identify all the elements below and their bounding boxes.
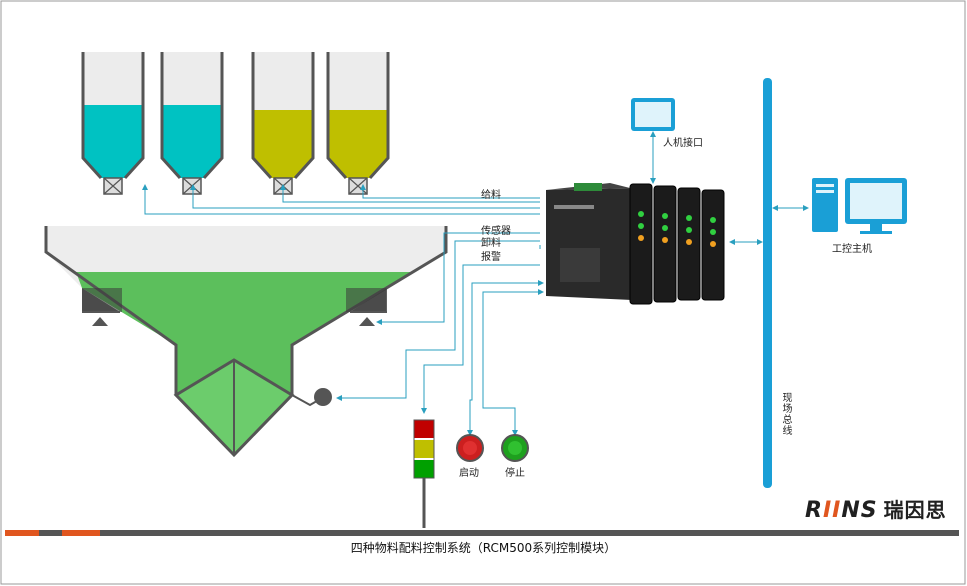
hmi-arrow-down: [650, 178, 656, 184]
stop-label: 停止: [505, 468, 525, 479]
control-lines: [340, 232, 541, 432]
feed-arrowheads: [142, 184, 366, 190]
logo-chinese: 瑞因思: [883, 498, 947, 522]
hmi-arrow-up: [650, 131, 656, 137]
bus-arrow-right: [757, 239, 763, 245]
alarm-label: 报警: [481, 252, 501, 263]
start-label: 启动: [459, 468, 479, 479]
bus-arrow-left: [729, 239, 735, 245]
ipc-label: 工控主机: [832, 244, 872, 255]
logo-brand-b: NS: [841, 498, 878, 523]
ipc-computer-icon: [812, 178, 907, 234]
silo-3: [251, 52, 315, 195]
logo-brand-a: R: [805, 498, 823, 523]
rcm500-controller: [546, 183, 725, 305]
control-arrowheads: [336, 280, 544, 436]
silo-1: [81, 52, 145, 195]
logo-brand-slash: II: [822, 498, 842, 523]
fieldbus-label: 现场总线: [780, 392, 791, 436]
ipc-arrow-right: [803, 205, 809, 211]
silo-2: [160, 52, 224, 195]
ipc-arrow-left: [772, 205, 778, 211]
fieldbus-bar: [763, 78, 772, 488]
start-button[interactable]: [456, 434, 484, 462]
stop-button[interactable]: [501, 434, 529, 462]
hmi-label: 人机接口: [663, 138, 703, 149]
footer-bar: [5, 530, 959, 536]
sensor-label: 传感器: [481, 226, 511, 237]
diagram-caption: 四种物料配料控制系统（RCM500系列控制模块）: [350, 541, 617, 555]
mixing-hopper: [44, 226, 448, 458]
silo-4: [326, 52, 390, 195]
hmi-monitor-icon: [631, 98, 675, 131]
feed-label: 给料: [481, 190, 501, 201]
signal-tower: [413, 419, 435, 528]
feed-lines: [144, 188, 540, 215]
discharge-valve: [291, 388, 332, 407]
discharge-label: 卸料: [481, 238, 501, 249]
